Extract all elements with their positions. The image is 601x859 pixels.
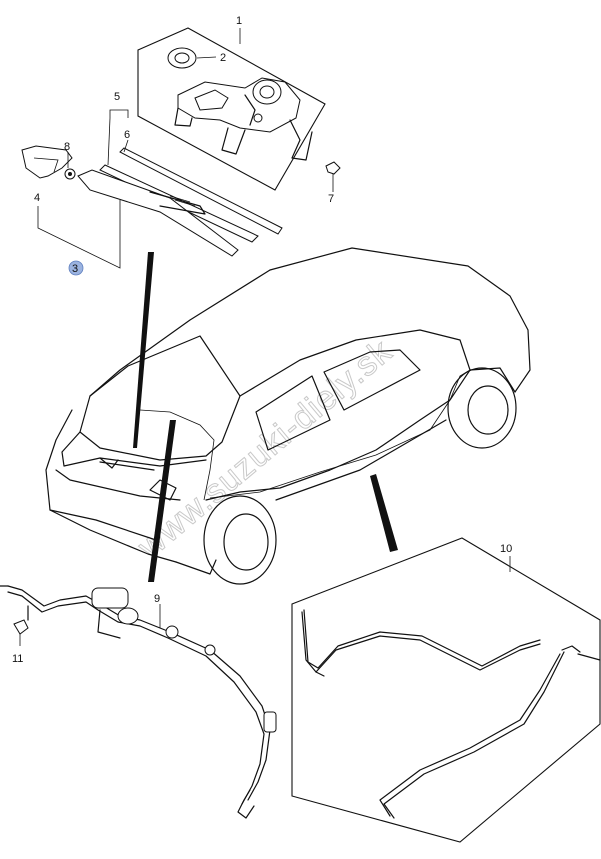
callout-4[interactable]: 4 [34, 192, 40, 204]
callout-8[interactable]: 8 [64, 141, 70, 153]
callout-3-highlight[interactable] [68, 260, 84, 276]
leader-5 [109, 109, 129, 118]
arm-cover-part-4[interactable] [21, 145, 73, 179]
pointer-car-to-harness [148, 420, 176, 582]
bolt-part-7[interactable] [325, 161, 341, 184]
clip-part-11[interactable] [13, 619, 29, 646]
wiper-blade[interactable] [99, 147, 283, 243]
pointer-car-to-hose [370, 474, 398, 552]
callout-11[interactable]: 11 [12, 653, 23, 665]
wiper-arm[interactable] [77, 169, 239, 257]
callout-5[interactable]: 5 [114, 91, 120, 103]
nut-part-8[interactable] [64, 168, 76, 180]
wiring-harness-part-9[interactable] [0, 585, 277, 819]
callout-10[interactable]: 10 [500, 543, 512, 555]
wiper-motor-assembly[interactable] [137, 27, 326, 191]
pointer-arm-to-car [133, 252, 154, 448]
callout-9[interactable]: 9 [154, 593, 160, 605]
leader-3 [37, 200, 121, 269]
callout-7[interactable]: 7 [328, 193, 334, 205]
washer-hose-part-10[interactable] [291, 537, 601, 843]
callout-3[interactable]: 3 [72, 263, 78, 275]
callout-1[interactable]: 1 [236, 15, 242, 27]
callout-2[interactable]: 2 [220, 52, 226, 64]
callout-6[interactable]: 6 [124, 129, 130, 141]
